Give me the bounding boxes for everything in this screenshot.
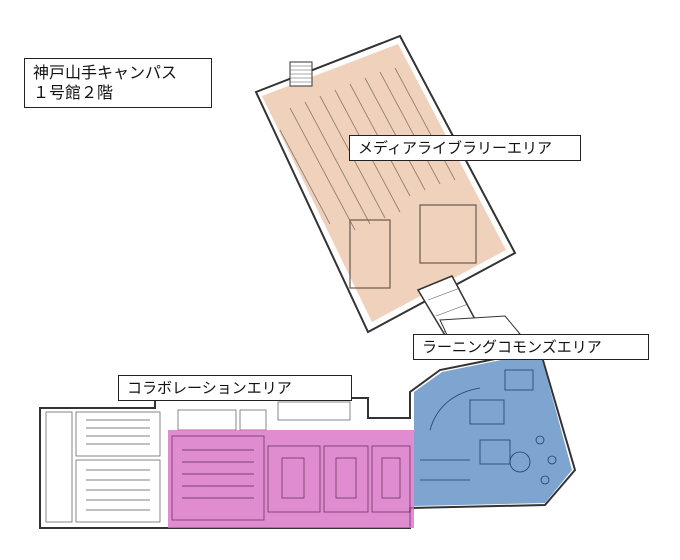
campus-name: 神戸山手キャンパス: [33, 63, 178, 82]
collaboration-label: コラボレーションエリア: [118, 375, 352, 401]
learning-commons-area: [414, 352, 572, 506]
floor-name: １号館２階: [33, 83, 114, 102]
learning-commons-label: ラーニングコモンズエリア: [413, 334, 649, 360]
collaboration-area: [168, 430, 414, 528]
media-library-area: [262, 44, 506, 322]
map-title: 神戸山手キャンパス １号館２階: [24, 58, 212, 108]
media-library-label: メディアライブラリーエリア: [349, 135, 581, 161]
